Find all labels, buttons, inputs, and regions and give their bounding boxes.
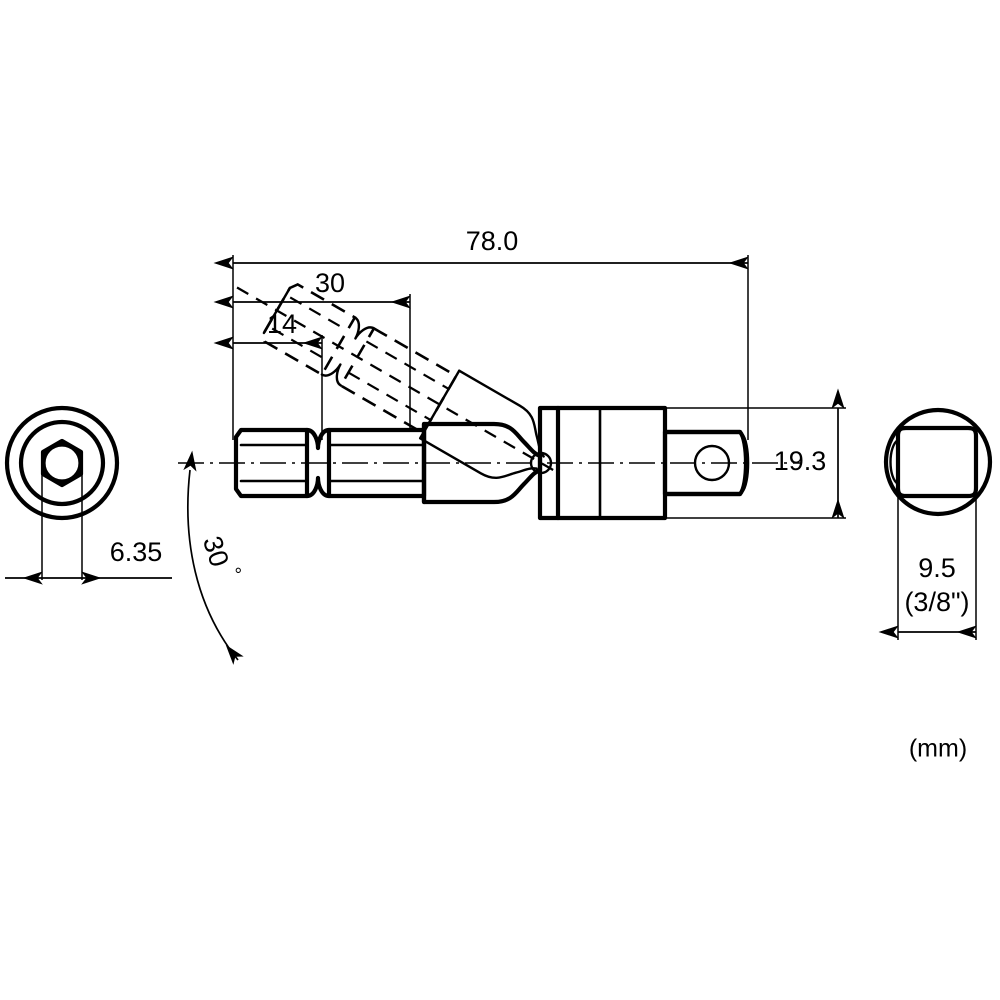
- dim-label-square-drive-imperial: (3/8"): [904, 587, 969, 617]
- square-drive-end-arc: [740, 432, 750, 494]
- shank-end-outer-circle: [4, 405, 120, 521]
- left-end-view: [4, 405, 120, 521]
- hex-shank-groove-top: [304, 427, 332, 451]
- shank-end-hexagon: [40, 438, 84, 488]
- drive-end-detent-notch: [889, 438, 900, 486]
- phantom-body-lower: [418, 369, 538, 480]
- shank-end-middle-circle: [18, 419, 106, 507]
- dimension-hex-shank-length: 14: [213, 309, 323, 350]
- dim-label-shank-to-body: 30: [315, 268, 345, 298]
- detent-ball-hole: [693, 444, 731, 482]
- square-drive: [662, 429, 750, 497]
- dimension-hex-across-flats: 6.35: [5, 468, 172, 585]
- phantom-groove-bottom: [320, 363, 343, 387]
- phantom-shank-segment-left: [262, 282, 357, 377]
- dimension-overall-length: 78.0: [213, 226, 749, 270]
- right-end-view: [883, 407, 993, 517]
- phantom-centerline: [236, 286, 559, 474]
- dimension-body-diameter: 19.3: [665, 388, 846, 519]
- phantom-groove-top: [353, 316, 376, 340]
- phantom-facet-top-right: [365, 340, 450, 390]
- dimension-shank-to-body: 30: [213, 268, 411, 309]
- drive-end-square: [895, 425, 979, 499]
- phantom-shank-segment-right: [339, 326, 458, 435]
- angle-arc: [183, 450, 244, 665]
- phantom-body-upper: [457, 369, 545, 458]
- dimension-square-drive: 9.5 (3/8"): [878, 496, 977, 640]
- dim-label-overall-length: 78.0: [466, 226, 519, 256]
- phantom-tilted-shank: [236, 282, 559, 480]
- drive-end-outer-circle: [883, 407, 993, 517]
- phantom-facet-bottom-right: [347, 371, 432, 422]
- dim-label-square-drive: 9.5: [918, 553, 956, 583]
- hex-shank-groove-bottom: [304, 475, 332, 499]
- dim-label-hex-shank-length: 14: [267, 309, 297, 339]
- dim-label-hex-across-flats: 6.35: [110, 537, 163, 567]
- dim-label-body-diameter: 19.3: [774, 446, 827, 476]
- unit-note: (mm): [909, 735, 967, 763]
